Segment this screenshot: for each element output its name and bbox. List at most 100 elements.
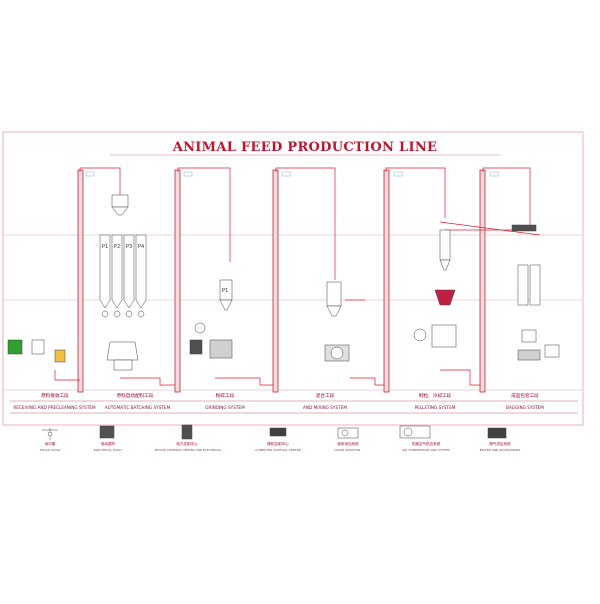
section-en-4: AND MIXING SYSTEM: [303, 405, 347, 410]
section-en-1: RECEIVING AND PRECLEANING SYSTEM: [13, 405, 96, 410]
legend-cn-5: 液体添加系统: [337, 442, 359, 446]
section-cn-5: 制粒、冷却工段: [418, 394, 452, 399]
legend-en-4: COMPUTER CONTROL CENTER: [255, 448, 301, 452]
silo-2: [111, 234, 123, 309]
silo-3: [123, 234, 135, 309]
mixing-equipment: [324, 281, 350, 362]
tag-5: [489, 171, 499, 177]
mixer-drum: [330, 346, 344, 360]
tag-2: [183, 171, 193, 177]
legend-en-3: MOTOR CONTROL CENTER AND ELECTRICAL: [154, 448, 222, 452]
forklift: [7, 339, 23, 355]
pipe-6: [54, 370, 80, 381]
silo-feeder-3: [125, 310, 133, 318]
top-conveyor: [511, 224, 537, 232]
motor: [189, 339, 203, 355]
legend-cn-4: 微机控制中心: [267, 442, 289, 446]
legend-en-1: TRUCK SCALE: [39, 448, 61, 452]
section-en-3: GRINDING SYSTEM: [205, 405, 245, 410]
legend-cn-1: 地中衡: [44, 442, 56, 446]
section-cn-1: 原料接收工段: [41, 394, 69, 399]
section-cn-6: 成品包装工段: [511, 394, 539, 399]
pellet-bin-cone: [439, 259, 451, 271]
air-compressor-icon: [399, 425, 431, 439]
pelleting-equipment: [413, 229, 457, 348]
boiler-icon: [487, 427, 507, 439]
legend-en-7: BOILER AND ACCESSORIES: [479, 448, 521, 452]
outer-frame: [2, 131, 584, 426]
elevator-columns: [77, 169, 486, 393]
legend-cn-3: 电力控制中心: [176, 442, 198, 446]
legend-cn-7: 燃气供应系统: [489, 442, 511, 446]
elevator-4: [383, 169, 390, 393]
section-en-5: PELLETING SYSTEM: [414, 405, 456, 410]
diagram-title: ANIMAL FEED PRODUCTION LINE: [172, 140, 438, 155]
finished-bin-2: [529, 264, 541, 306]
cooler: [431, 324, 457, 348]
pipe-9: [350, 377, 384, 386]
cyclone: [194, 322, 206, 334]
scale-icon: [42, 428, 58, 440]
pellet-mill: [434, 289, 456, 306]
section-cn-2: 原料自动配料工段: [116, 394, 154, 399]
liquid-system-icon: [337, 427, 359, 439]
pipe-10: [440, 369, 480, 386]
pipe-1: [79, 167, 121, 195]
legend-en-5: LIQUID ADDITION: [333, 448, 361, 452]
hoist-icon: [99, 425, 115, 439]
section-en-2: AUTOMATIC BATCHING SYSTEM: [104, 405, 171, 410]
pipe-4: [385, 167, 446, 218]
grinder-bin-cone: [219, 299, 233, 311]
hammer-mill: [209, 339, 233, 359]
tag-1: [85, 171, 95, 177]
section-cn-3: 粉碎工段: [215, 394, 235, 399]
legend-cn-2: 电动葫芦: [100, 442, 116, 446]
grinder-label: P1: [222, 288, 228, 294]
mixer-cone: [326, 305, 342, 317]
computer-icon: [269, 427, 287, 437]
control-cabinet-icon: [181, 424, 193, 440]
silo-top-hopper: [111, 206, 129, 216]
silo-label-2: P2: [114, 244, 120, 250]
tag-3: [281, 171, 291, 177]
batching-silos: [99, 194, 147, 371]
silo-label-4: P4: [138, 244, 144, 250]
batch-hopper: [113, 359, 133, 371]
pellet-cyclone: [413, 328, 427, 342]
bagging-equipment: [511, 224, 560, 361]
pallet-truck: [544, 344, 560, 358]
silo-feeder-4: [137, 310, 145, 318]
batch-scale: [106, 341, 139, 361]
pipe-3: [275, 167, 336, 280]
bagging-scale: [521, 329, 537, 343]
pipe-2: [177, 167, 231, 262]
elevator-2: [174, 169, 181, 393]
conveying-pipes: [54, 167, 541, 386]
silo-feeder-1: [101, 310, 109, 318]
receiving-pit: [31, 339, 45, 355]
silo-label-1: P1: [102, 244, 108, 250]
pipe-12: [439, 221, 541, 236]
finished-bin-1: [517, 264, 529, 306]
equipment-tags: [85, 171, 499, 177]
grinding-equipment: [189, 279, 233, 359]
silo-1: [99, 234, 111, 309]
elevator-5: [479, 169, 486, 393]
silo-4: [135, 234, 147, 309]
tag-4: [393, 171, 403, 177]
intake-hopper: [54, 349, 66, 363]
section-en-6: BAGGING SYSTEM: [506, 405, 544, 410]
sewing-machine: [517, 349, 541, 361]
pipe-7: [120, 377, 175, 386]
silo-feeder-2: [113, 310, 121, 318]
pipe-8: [215, 377, 273, 386]
legend-en-6: AIR COMPRESSOR AND SYSTEM: [402, 448, 450, 452]
elevator-1: [77, 169, 84, 393]
section-cn-4: 混合工段: [315, 394, 335, 399]
pipe-5: [482, 167, 531, 225]
elevator-3: [272, 169, 279, 393]
receiving-equipment: [7, 339, 66, 363]
